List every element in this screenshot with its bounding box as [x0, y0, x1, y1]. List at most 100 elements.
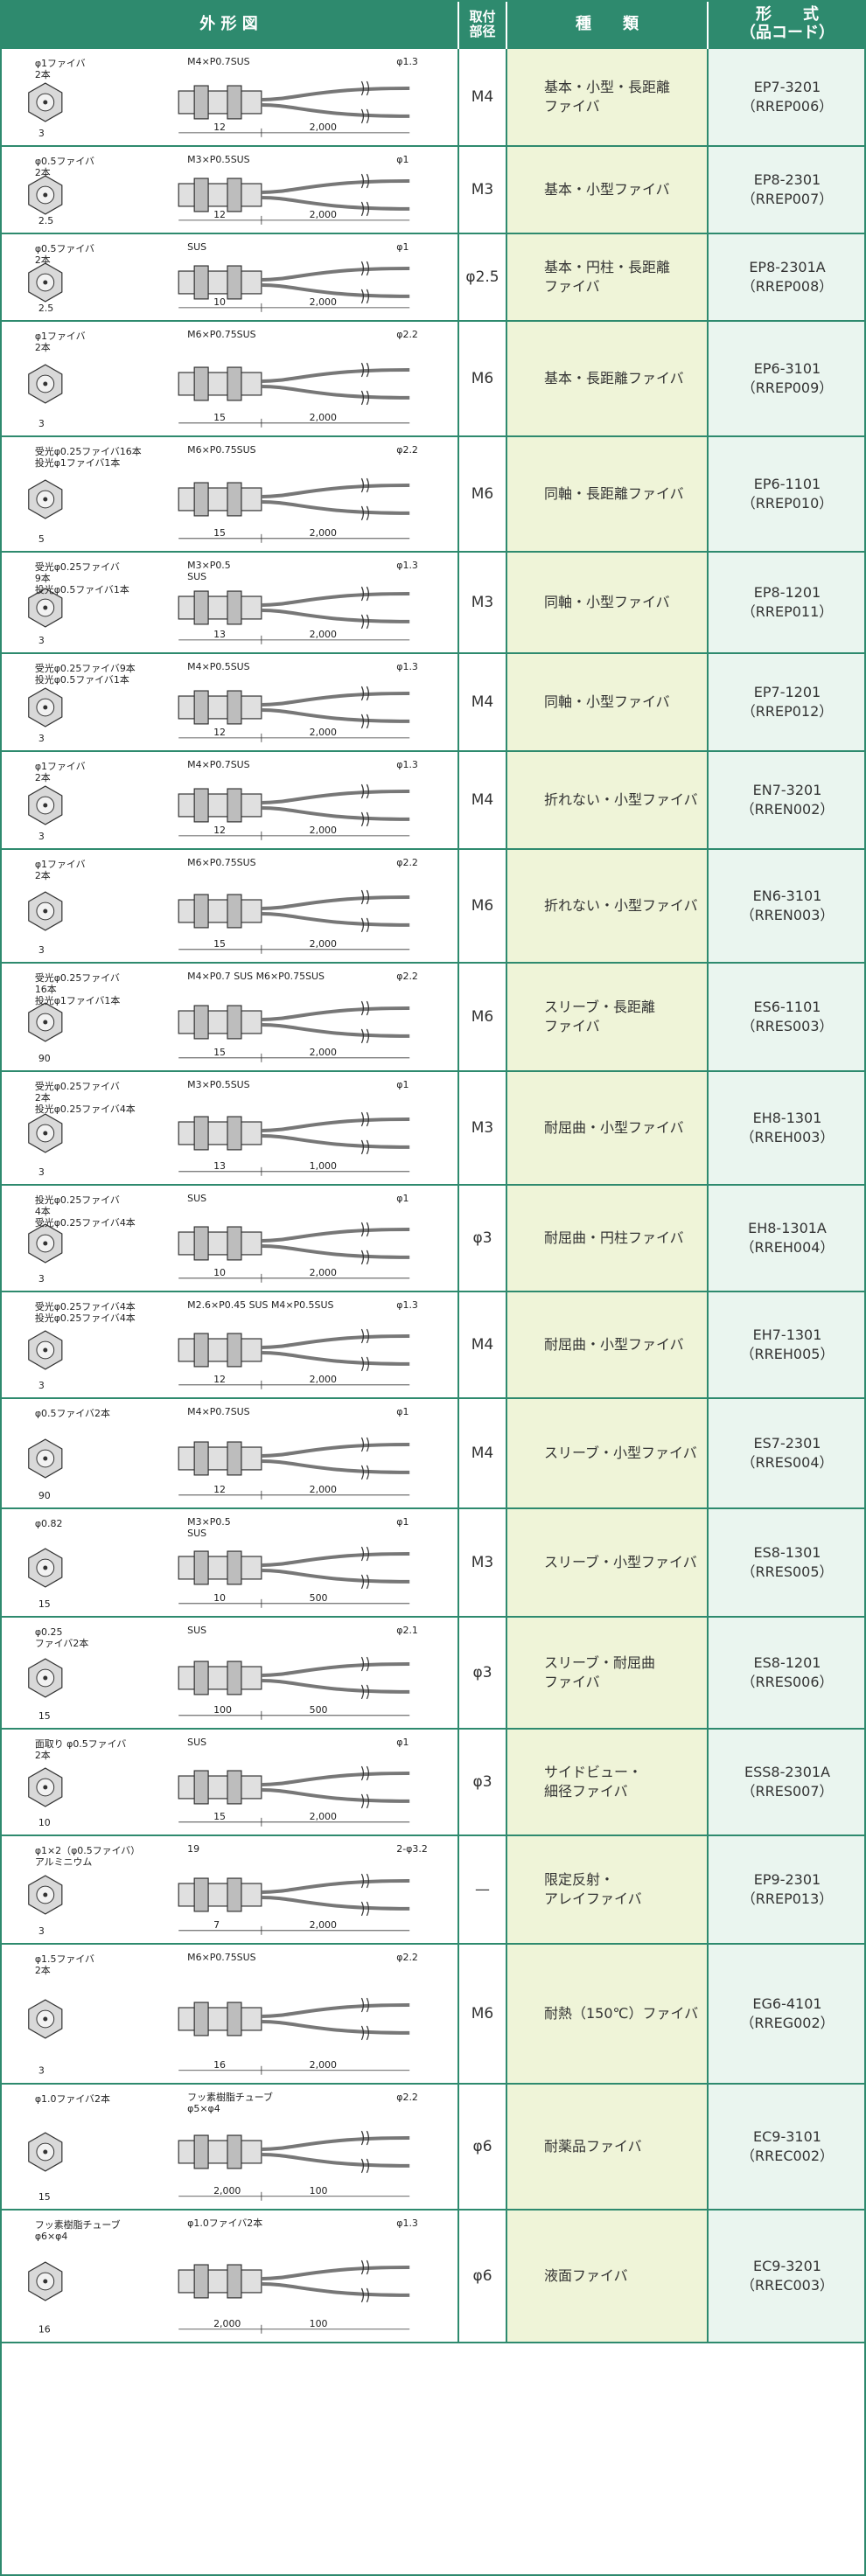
model-number: EH8-1301: [752, 1110, 822, 1127]
model-cell: EP7-1201 （RREP012）: [709, 654, 866, 750]
dim-2: 12: [213, 727, 226, 738]
hex-nut: [193, 1226, 209, 1261]
threaded-body: [178, 90, 262, 115]
product-code: （RRES004）: [741, 1454, 834, 1471]
fiber-core-dot: [43, 1241, 48, 1246]
break-mark: [360, 1328, 369, 1372]
threaded-body: [178, 372, 262, 396]
dim-3: 2,000: [310, 209, 337, 220]
hex-nut: [193, 1005, 209, 1040]
product-code: （RREP008）: [741, 278, 834, 295]
dim-1: 15: [38, 1710, 51, 1722]
fiber-line: [261, 2266, 410, 2280]
break-mark: [360, 586, 369, 630]
hex-nut: [227, 788, 242, 823]
mount-diameter: —: [459, 1836, 507, 1943]
diameter-label: φ1: [396, 1193, 409, 1204]
fiber-label: φ0.82: [35, 1518, 63, 1529]
fiber-line: [261, 2003, 410, 2018]
diameter-label: φ1.3: [396, 661, 418, 672]
diameter-label: φ2.2: [396, 2092, 418, 2103]
threaded-body: [178, 1556, 262, 1580]
mount-diameter: φ3: [459, 1618, 507, 1728]
hex-nut: [227, 690, 242, 725]
fiber-line: [261, 692, 410, 707]
diameter-label: φ1: [396, 154, 409, 165]
fiber-type: スリーブ・小型ファイバ: [507, 1399, 709, 1507]
fiber-core-dot: [43, 381, 48, 386]
dim-3: 2,000: [310, 1919, 337, 1931]
fiber-line: [261, 911, 410, 927]
dim-3: 100: [310, 2318, 328, 2329]
dim-1: 5: [38, 533, 45, 545]
model-number: EP7-3201: [753, 79, 821, 96]
hex-nut: [193, 482, 209, 517]
hex-nut: [227, 178, 242, 212]
diameter-label: φ1.3: [396, 56, 418, 67]
dim-2: 2,000: [213, 2185, 241, 2197]
hex-nut: [193, 690, 209, 725]
fiber-line: [261, 484, 410, 498]
dim-1: 3: [38, 635, 45, 646]
dim-1: 15: [38, 2191, 51, 2203]
mount-diameter: M4: [459, 49, 507, 145]
model-cell: ESS8-2301A（RRES007）: [709, 1730, 866, 1835]
fiber-label: φ1×2（φ0.5ファイバ）アルミニウム: [35, 1845, 140, 1868]
dim-1: 3: [38, 1166, 45, 1178]
thread-label: 19: [187, 1843, 199, 1855]
fiber-type: 基本・小型・長距離 ファイバ: [507, 49, 709, 145]
header-type: 種 類: [507, 0, 709, 49]
dim-2: 12: [213, 209, 226, 220]
dim-1: 3: [38, 1380, 45, 1391]
break-mark: [360, 2259, 369, 2303]
dim-3: 2,000: [310, 1047, 337, 1058]
model-number: EH7-1301: [752, 1326, 822, 1344]
model-number: EN6-3101: [752, 888, 822, 905]
product-code: （RREP012）: [741, 703, 834, 720]
model-cell: EN6-3101（RREN003）: [709, 850, 866, 962]
fiber-type: サイドビュー・ 細径ファイバ: [507, 1730, 709, 1835]
fiber-type: 折れない・小型ファイバ: [507, 850, 709, 962]
fiber-line: [261, 2019, 410, 2035]
diameter-label: 2-φ3.2: [396, 1843, 428, 1855]
hex-nut: [227, 1550, 242, 1585]
fiber-line: [261, 1678, 410, 1694]
fiber-label: 受光φ0.25ファイバ16本投光φ1ファイバ1本: [35, 445, 142, 469]
dim-1: 3: [38, 2065, 45, 2077]
dim-2: 15: [213, 1811, 226, 1822]
fiber-core-dot: [43, 100, 48, 105]
dim-3: 2,000: [310, 629, 337, 640]
fiber-core-dot: [43, 705, 48, 710]
diameter-label: φ2.2: [396, 1952, 418, 1963]
model-number: EP7-1201: [753, 684, 821, 701]
fiber-line: [261, 2136, 410, 2151]
break-mark: [360, 1000, 369, 1044]
hex-nut: [193, 1333, 209, 1368]
hex-nut: [227, 2002, 242, 2036]
hex-nut: [227, 1333, 242, 1368]
model-number: EN7-3201: [752, 782, 822, 799]
mount-diameter: M6: [459, 850, 507, 962]
threaded-body: [178, 270, 262, 295]
product-code: （RRES007）: [741, 1783, 834, 1800]
thread-label: SUS: [187, 1625, 206, 1636]
model-cell: ES8-1201（RRES006）: [709, 1618, 866, 1728]
hex-nut: [193, 1116, 209, 1151]
thread-label: SUS: [187, 241, 206, 253]
fiber-line: [261, 1133, 410, 1149]
hex-nut: [227, 1441, 242, 1476]
dim-2: 100: [213, 1704, 232, 1716]
diameter-label: φ1.3: [396, 759, 418, 770]
